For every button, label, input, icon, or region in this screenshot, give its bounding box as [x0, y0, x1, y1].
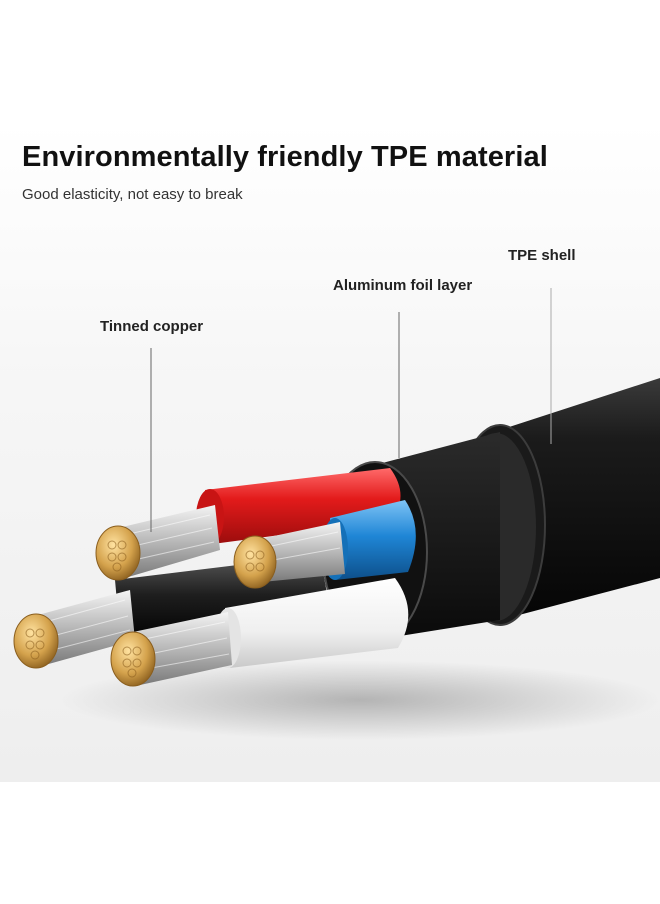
tinned-copper-label: Tinned copper [100, 318, 204, 335]
copper-strands [38, 505, 345, 685]
aluminum-foil-label: Aluminum foil layer [333, 277, 473, 294]
page-subtitle: Good elasticity, not easy to break [22, 186, 243, 203]
tinned-copper-ends [13, 525, 277, 687]
page-title: Environmentally friendly TPE material [22, 141, 548, 173]
cable-shadow [60, 660, 660, 740]
tpe-shell-label: TPE shell [508, 247, 576, 264]
